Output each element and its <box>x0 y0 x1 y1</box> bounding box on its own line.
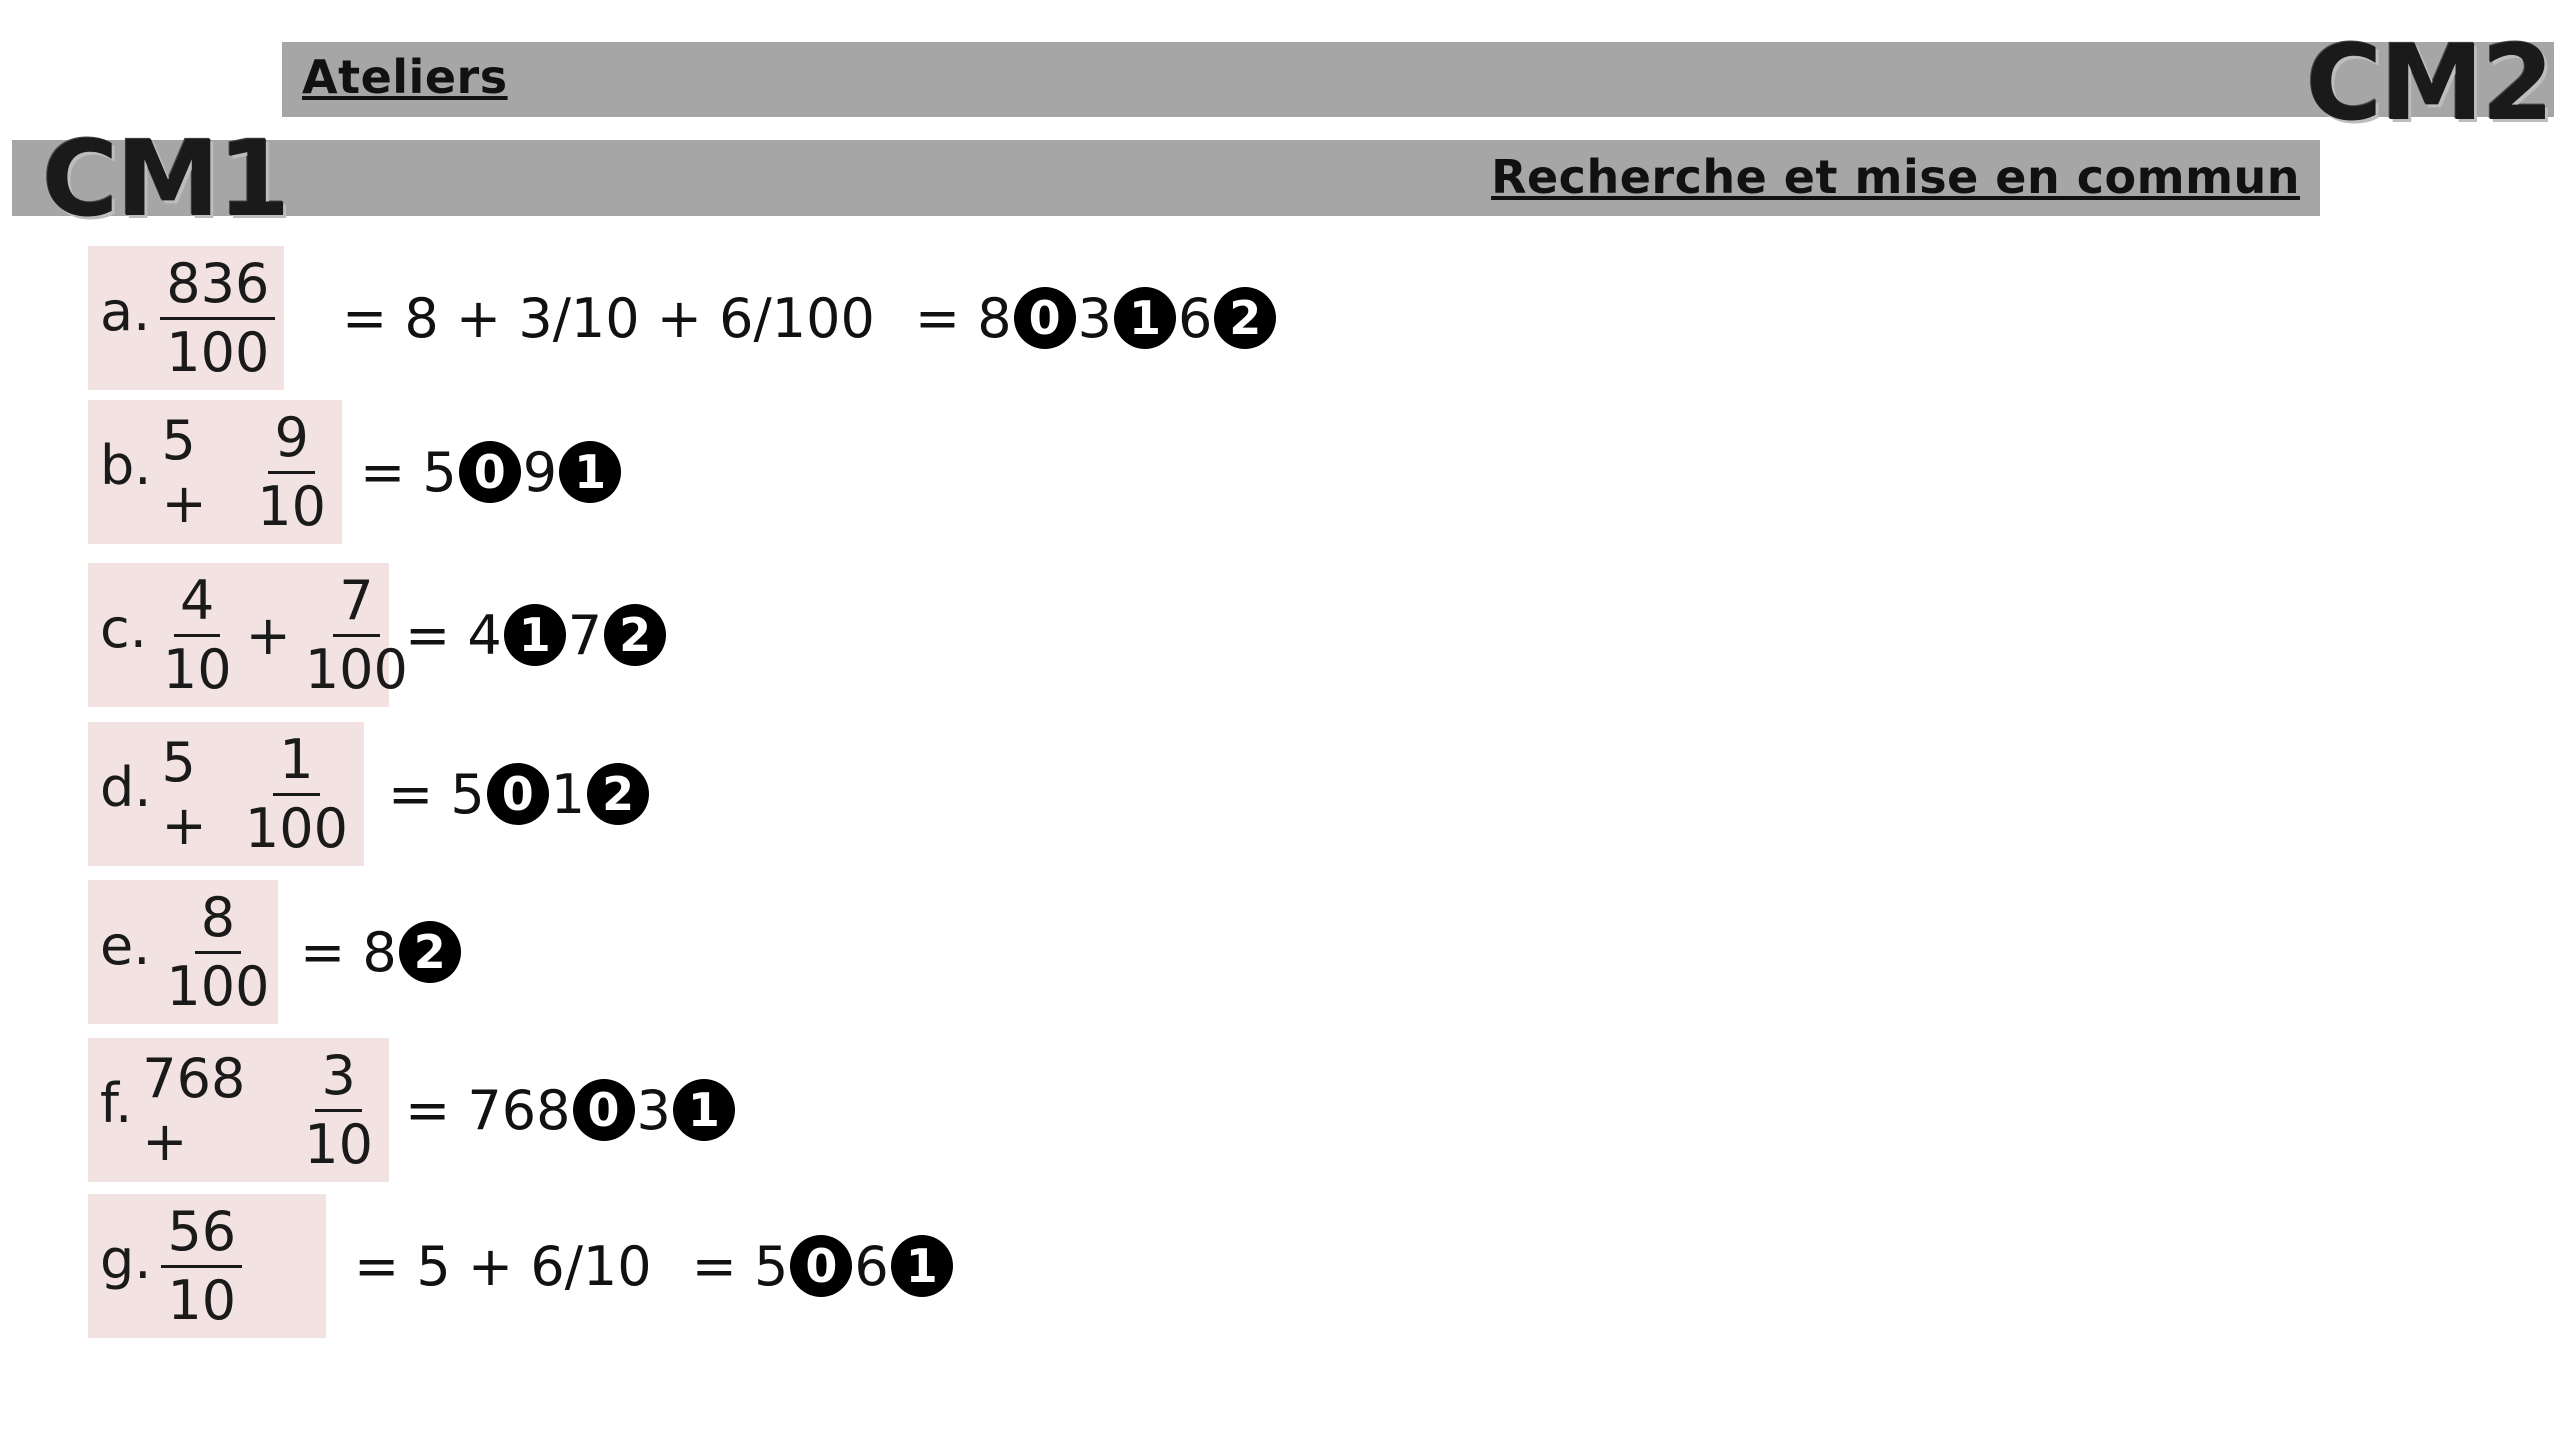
digit: 7 <box>567 603 603 667</box>
numerator: 836 <box>160 256 276 320</box>
exercise-letter: a. <box>100 279 151 343</box>
decomposition: = 5 + 6/10 <box>354 1234 652 1298</box>
exercise-card-c: c. 4 10 + 7 100 <box>88 563 408 707</box>
rank-badge: 0 <box>790 1235 853 1297</box>
denominator: 100 <box>166 320 270 384</box>
digit: 8 <box>362 920 397 984</box>
exercise-letter: f. <box>100 1071 133 1135</box>
exercise-letter: d. <box>100 755 152 819</box>
denominator: 100 <box>304 637 408 701</box>
digit: 5 <box>422 440 457 504</box>
digit: 5 <box>754 1234 789 1298</box>
numerator: 56 <box>161 1204 243 1268</box>
denominator: 10 <box>162 637 232 701</box>
equals-sign: = <box>405 1078 468 1142</box>
rank-badge: 0 <box>458 441 521 503</box>
digit: 3 <box>1077 286 1112 350</box>
numerator: 8 <box>194 890 242 954</box>
header-bar-top: Ateliers <box>282 42 2554 117</box>
fraction: 8 100 <box>160 890 275 1018</box>
fraction: 7 100 <box>299 573 414 701</box>
exercise-letter: c. <box>100 596 147 660</box>
fraction: 836 100 <box>160 256 276 384</box>
digit: 768 <box>467 1078 571 1142</box>
rank-badge: 0 <box>572 1079 635 1141</box>
exercise-letter: e. <box>100 913 151 977</box>
exercise-card-b: b. 5 + 9 10 <box>88 400 342 544</box>
whole-part: 5 + <box>161 731 207 857</box>
equals-sign: = <box>388 762 451 826</box>
level-cm1-label: CM1 <box>42 118 290 240</box>
exercise-card-f: f. 768 + 3 10 <box>88 1038 389 1182</box>
numerator: 1 <box>273 732 320 796</box>
digit: 4 <box>467 603 502 667</box>
exercise-card-a: a. 836 100 <box>88 246 284 390</box>
digit: 9 <box>522 440 558 504</box>
rank-badge: 1 <box>1113 287 1176 349</box>
digit: 8 <box>977 286 1012 350</box>
fraction: 1 100 <box>239 732 354 860</box>
digit: 1 <box>550 762 586 826</box>
decomposition: = 8 + 3/10 + 6/100 <box>342 286 875 350</box>
fraction: 9 10 <box>251 410 332 538</box>
header-bar-bottom: Recherche et mise en commun <box>12 140 2320 216</box>
rank-badge: 0 <box>486 763 549 825</box>
fraction: 4 10 <box>157 573 238 701</box>
recherche-label: Recherche et mise en commun <box>1491 150 2300 204</box>
digit: 5 <box>450 762 485 826</box>
exercise-card-g: g. 56 10 <box>88 1194 326 1338</box>
numerator: 7 <box>333 573 380 637</box>
denominator: 10 <box>257 474 326 538</box>
numerator: 4 <box>174 573 221 637</box>
digit: 3 <box>636 1078 671 1142</box>
equals-sign: = <box>300 920 363 984</box>
exercise-card-d: d. 5 + 1 100 <box>88 722 364 866</box>
digit: 6 <box>1177 286 1213 350</box>
rank-badge: 2 <box>587 763 650 825</box>
fraction: 3 10 <box>298 1048 379 1176</box>
denominator: 100 <box>244 796 348 860</box>
rank-badge: 1 <box>890 1235 953 1297</box>
equals-sign: = <box>691 1234 755 1298</box>
rank-badge: 0 <box>1013 287 1076 349</box>
rank-badge: 2 <box>1214 287 1277 349</box>
denominator: 10 <box>304 1112 373 1176</box>
equals-sign: = <box>405 603 468 667</box>
exercise-letter: g. <box>100 1227 152 1291</box>
exercise-card-e: e. 8 100 <box>88 880 278 1024</box>
equals-sign: = <box>914 286 978 350</box>
exercise-letter: b. <box>100 433 152 497</box>
rank-badge: 1 <box>503 604 566 666</box>
whole-part: 768 + <box>142 1047 246 1173</box>
whole-part: 5 + <box>161 409 207 535</box>
fraction: 56 10 <box>161 1204 243 1332</box>
plus-sign: + <box>245 603 291 667</box>
numerator: 3 <box>315 1048 362 1112</box>
rank-badge: 2 <box>398 921 461 983</box>
rank-badge: 1 <box>672 1079 735 1141</box>
level-cm2-label: CM2 <box>2305 22 2554 144</box>
rank-badge: 2 <box>604 604 667 666</box>
numerator: 9 <box>268 410 315 474</box>
rank-badge: 1 <box>559 441 622 503</box>
denominator: 100 <box>166 954 270 1018</box>
equals-sign: = <box>360 440 423 504</box>
ateliers-label: Ateliers <box>302 50 508 104</box>
denominator: 10 <box>167 1268 237 1332</box>
digit: 6 <box>854 1234 889 1298</box>
